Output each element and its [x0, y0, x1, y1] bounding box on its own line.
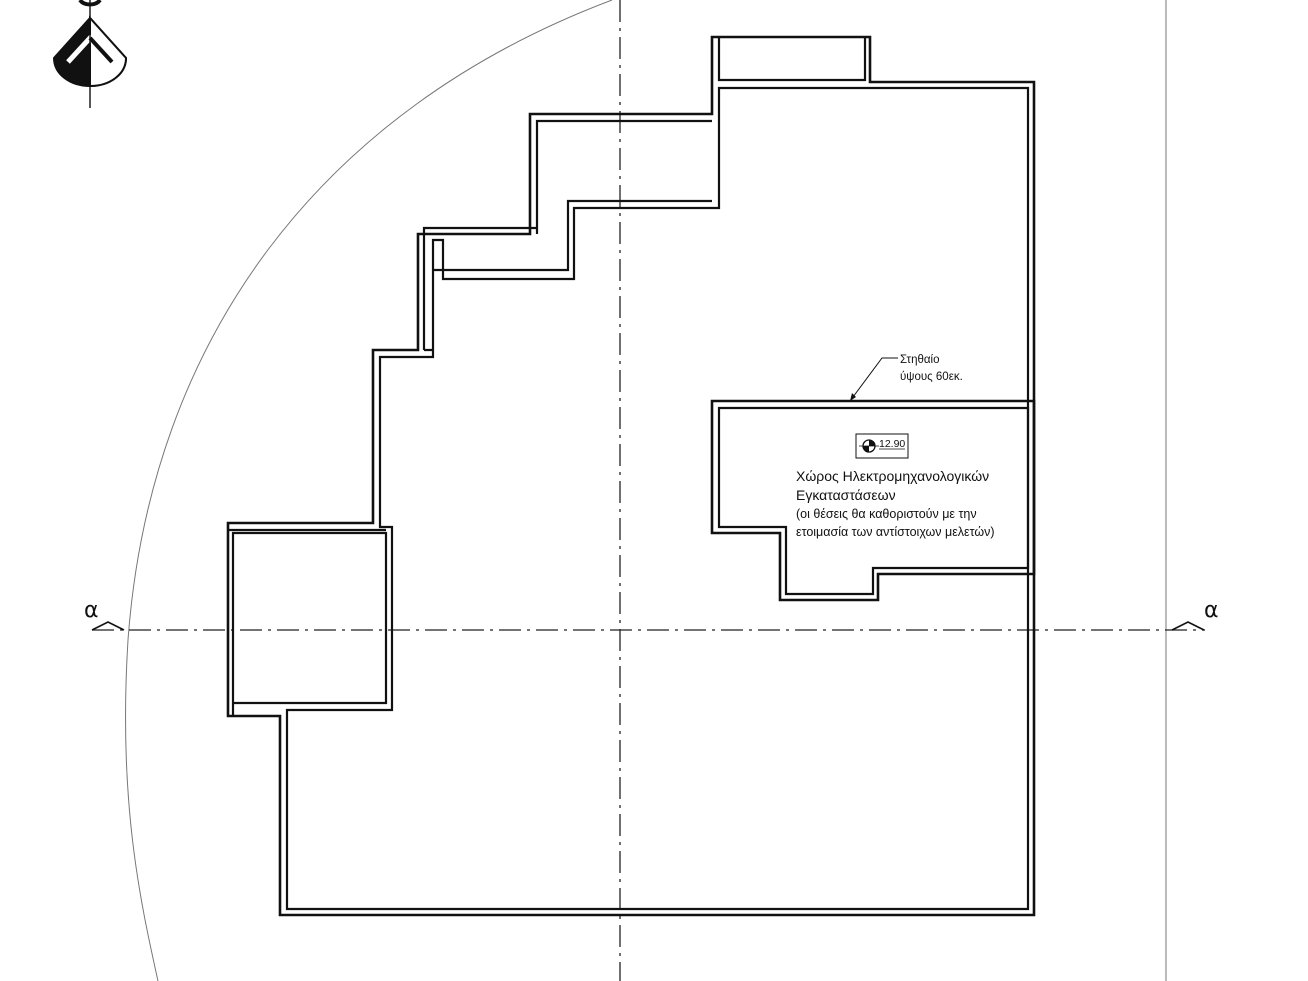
parapet-annotation: Στηθαίο ύψους 60εκ. — [849, 354, 963, 402]
north-arrow-icon — [52, 0, 128, 108]
section-mark-right: α — [1171, 598, 1219, 631]
svg-text:α: α — [1204, 598, 1219, 623]
level-marker: 12.90 — [855, 433, 909, 459]
svg-text:Στηθαίο: Στηθαίο — [900, 354, 940, 366]
svg-text:α: α — [84, 598, 99, 623]
svg-text:12.90: 12.90 — [879, 438, 905, 450]
left-projection-box — [231, 531, 388, 716]
building-outline-inner — [285, 86, 1030, 911]
site-boundary-arc — [125, 0, 613, 981]
stepped-wall-detail — [422, 119, 712, 352]
mechanical-room-outer — [710, 399, 1036, 602]
svg-text:Χώρος Ηλεκτρομηχανολογικών: Χώρος Ηλεκτρομηχανολογικών — [796, 468, 989, 484]
svg-text:ετοιμασία των αντίστοιχων μελε: ετοιμασία των αντίστοιχων μελετών) — [796, 525, 995, 539]
svg-text:(οι θέσεις θα καθοριστούν με τ: (οι θέσεις θα καθοριστούν με την — [796, 507, 977, 521]
section-mark-left: α — [84, 598, 125, 631]
top-nib — [717, 37, 867, 82]
mechanical-room-label: Χώρος Ηλεκτρομηχανολογικών Εγκαταστάσεων… — [796, 468, 995, 539]
svg-text:ύψους 60εκ.: ύψους 60εκ. — [900, 371, 963, 383]
building-outline-outer — [226, 35, 1036, 917]
mechanical-room-inner — [717, 406, 1030, 596]
svg-text:Εγκαταστάσεων: Εγκαταστάσεων — [796, 487, 896, 503]
